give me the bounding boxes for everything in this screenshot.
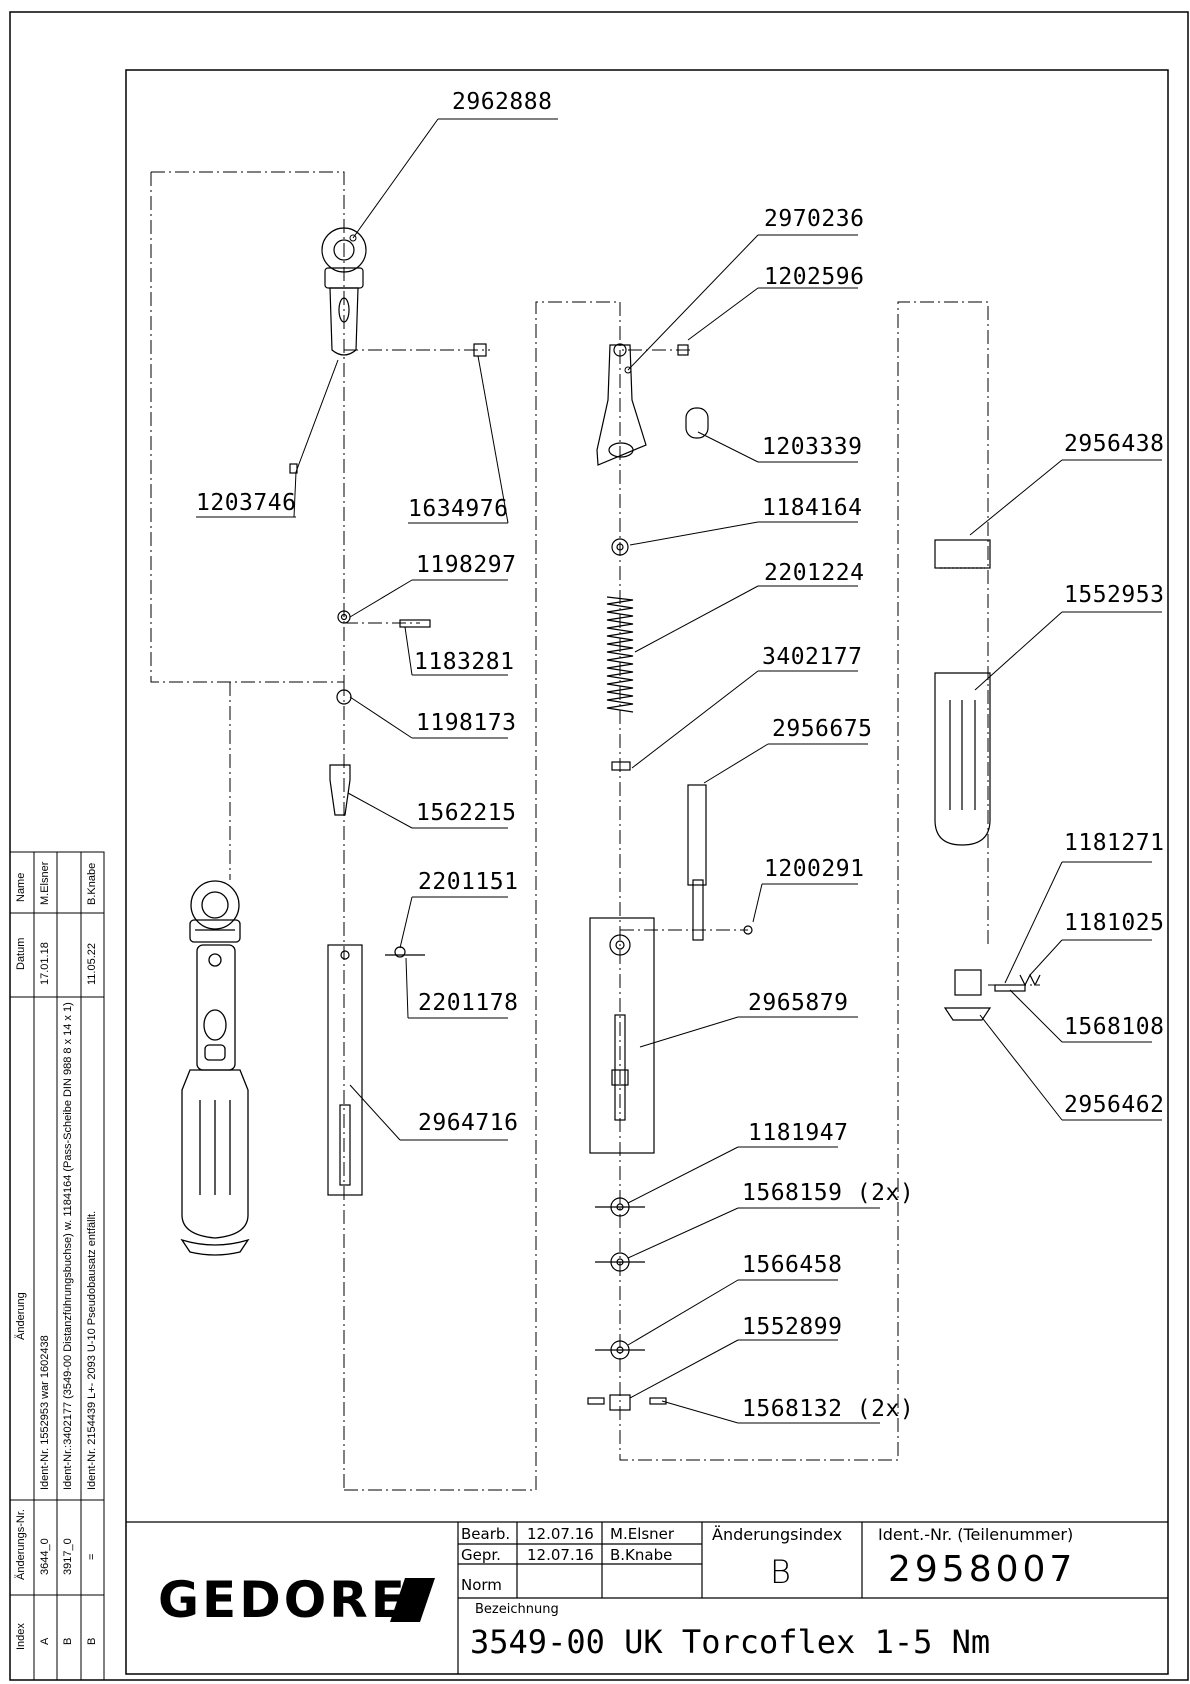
part-label-2964716: 2964716 (418, 1110, 519, 1136)
part-label-1198173: 1198173 (416, 710, 517, 736)
part-label-2201178: 2201178 (418, 990, 519, 1016)
part-label-1568159: 1568159 (2x) (742, 1180, 915, 1206)
part-label-1552953: 1552953 (1064, 582, 1165, 608)
bearb-name: M.Elsner (610, 1525, 675, 1543)
head-parts (289, 227, 487, 1196)
rev-row-c-name: B.Knabe (86, 862, 98, 905)
part-label-2970236: 2970236 (764, 206, 865, 232)
part-label-1198297: 1198297 (416, 552, 517, 578)
assembled-wrench (180, 880, 250, 1256)
rev-row-b-nr: 3917_0 (62, 1538, 74, 1575)
bearb-date: 12.07.16 (527, 1525, 594, 1543)
part-label-1202596: 1202596 (764, 264, 865, 290)
part-label-1181947: 1181947 (748, 1120, 849, 1146)
rev-row-a-text: Ident-Nr. 1552953 war 1602438 (39, 1335, 51, 1490)
part-label-1552899: 1552899 (742, 1314, 843, 1340)
gepr-name: B.Knabe (610, 1546, 673, 1564)
gepr-label: Gepr. (461, 1546, 501, 1564)
part-label-1566458: 1566458 (742, 1252, 843, 1278)
rev-header-aenderung: Änderung (15, 1292, 27, 1340)
title-block-grid (126, 1521, 1168, 1674)
drawing-frame (125, 69, 1169, 1675)
norm-label: Norm (461, 1576, 502, 1594)
part-label-1568132: 1568132 (2x) (742, 1396, 915, 1422)
rev-row-a-nr: 3644_0 (39, 1538, 51, 1575)
sheet-border (9, 11, 1189, 1681)
part-label-1200291: 1200291 (764, 856, 865, 882)
part-label-2956675: 2956675 (772, 716, 873, 742)
rev-row-a-name: M.Elsner (39, 861, 51, 905)
part-label-2965879: 2965879 (748, 990, 849, 1016)
part-label-2962888: 2962888 (452, 89, 553, 115)
rev-row-c-datum: 11.05.22 (86, 942, 98, 985)
part-label-2201151: 2201151 (418, 869, 519, 895)
aenderungsindex-label: Änderungsindex (712, 1525, 843, 1544)
part-label-1181025: 1181025 (1064, 910, 1165, 936)
part-label-1203339: 1203339 (762, 434, 863, 460)
part-label-1183281: 1183281 (414, 649, 515, 675)
bezeichnung-value: 3549-00 UK Torcoflex 1-5 Nm (470, 1623, 991, 1661)
leader-lines (196, 118, 1162, 1424)
aenderungsindex-value: B (770, 1553, 791, 1591)
rev-row-a-index: A (39, 1637, 51, 1645)
rev-header-datum: Datum (15, 937, 27, 970)
rev-row-c-nr: = (86, 1553, 98, 1560)
rev-row-c-text: Ident-Nr. 2154439 L+- 2093 U-10 Pseudoba… (86, 1210, 98, 1490)
ident-value: 2958007 (888, 1549, 1077, 1590)
part-label-3402177: 3402177 (762, 644, 863, 670)
part-label-1562215: 1562215 (416, 800, 517, 826)
rev-row-b-text: Ident-Nr.:3402177 (3549-00 Distanzführun… (62, 1002, 74, 1490)
part-label-1184164: 1184164 (762, 495, 863, 521)
rev-row-a-datum: 17.01.18 (39, 942, 51, 985)
assembly-lines (150, 171, 1040, 1491)
bearb-label: Bearb. (461, 1525, 511, 1543)
rev-row-c-index: B (86, 1637, 98, 1645)
part-label-1203746: 1203746 (196, 490, 297, 516)
center-parts (587, 343, 753, 1411)
part-label-1181271: 1181271 (1064, 830, 1165, 856)
bezeichnung-label: Bezeichnung (475, 1602, 559, 1617)
gedore-logo: GEDORE (158, 1571, 408, 1629)
part-label-1568108: 1568108 (1064, 1014, 1165, 1040)
ident-label: Ident.-Nr. (Teilenummer) (878, 1525, 1074, 1544)
part-label-2956462: 2956462 (1064, 1092, 1165, 1118)
gepr-date: 12.07.16 (527, 1546, 594, 1564)
part-label-2201224: 2201224 (764, 560, 865, 586)
part-label-1634976: 1634976 (408, 496, 509, 522)
rev-header-index: Index (15, 1623, 27, 1650)
revision-table-grid (9, 851, 105, 1681)
rev-row-b-index: B (62, 1637, 74, 1645)
rev-header-name: Name (15, 872, 27, 902)
part-label-2956438: 2956438 (1064, 431, 1165, 457)
rev-header-aenderungs-nr: Änderungs-Nr. (15, 1509, 27, 1580)
handle-parts (934, 539, 1041, 1021)
